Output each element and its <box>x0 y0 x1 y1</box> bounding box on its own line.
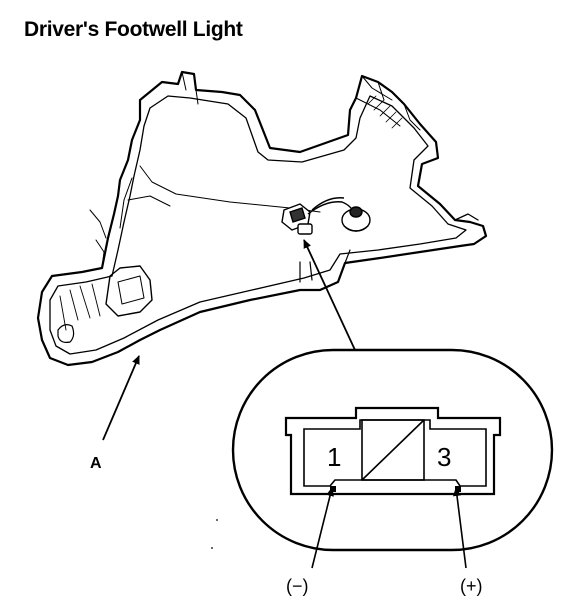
connector-leader-arrow <box>303 239 356 351</box>
label-a-arrow <box>102 355 140 441</box>
negative-terminal-arrow <box>311 487 334 569</box>
footwell-light-connector-on-panel <box>281 197 355 235</box>
diagram-title: Driver's Footwell Light <box>24 18 243 41</box>
pin-3-label: 3 <box>437 442 451 472</box>
negative-terminal-label: (−) <box>286 576 309 596</box>
positive-terminal-label: (+) <box>460 576 483 596</box>
label-a: A <box>90 455 102 472</box>
positive-terminal-arrow <box>453 487 467 569</box>
under-dash-cover-panel <box>36 70 488 367</box>
connector-face <box>284 406 502 496</box>
pin-1-label: 1 <box>327 442 341 472</box>
footwell-light-bulb-housing <box>341 206 371 232</box>
